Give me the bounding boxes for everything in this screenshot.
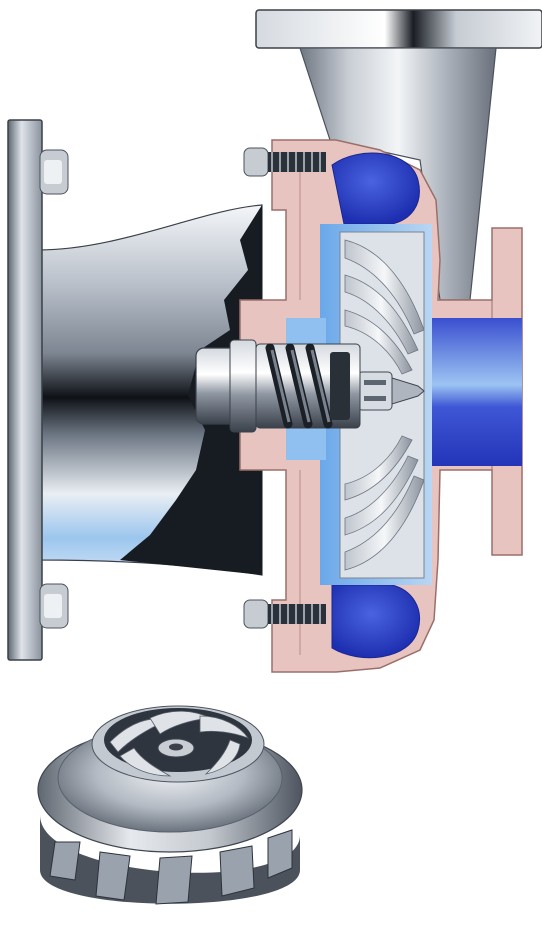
suction-inlet xyxy=(7,119,263,661)
outlet-passage xyxy=(432,318,522,466)
bolt-icon xyxy=(243,599,326,629)
suction-flange xyxy=(7,119,43,661)
impeller-icon xyxy=(37,705,303,905)
bolt-icon xyxy=(39,149,69,195)
impeller-vanes xyxy=(344,239,425,571)
suction-cutaway-shadow xyxy=(120,205,262,575)
discharge-flange xyxy=(255,9,542,49)
bolt-icon xyxy=(243,147,326,177)
volute-lower xyxy=(331,584,420,659)
impeller-nut xyxy=(357,371,425,411)
casing-bolts xyxy=(243,147,326,629)
bolt-icon xyxy=(39,583,69,629)
shaft-assembly xyxy=(195,339,361,433)
volute-upper xyxy=(331,152,420,225)
impeller-cutaway xyxy=(339,231,425,579)
